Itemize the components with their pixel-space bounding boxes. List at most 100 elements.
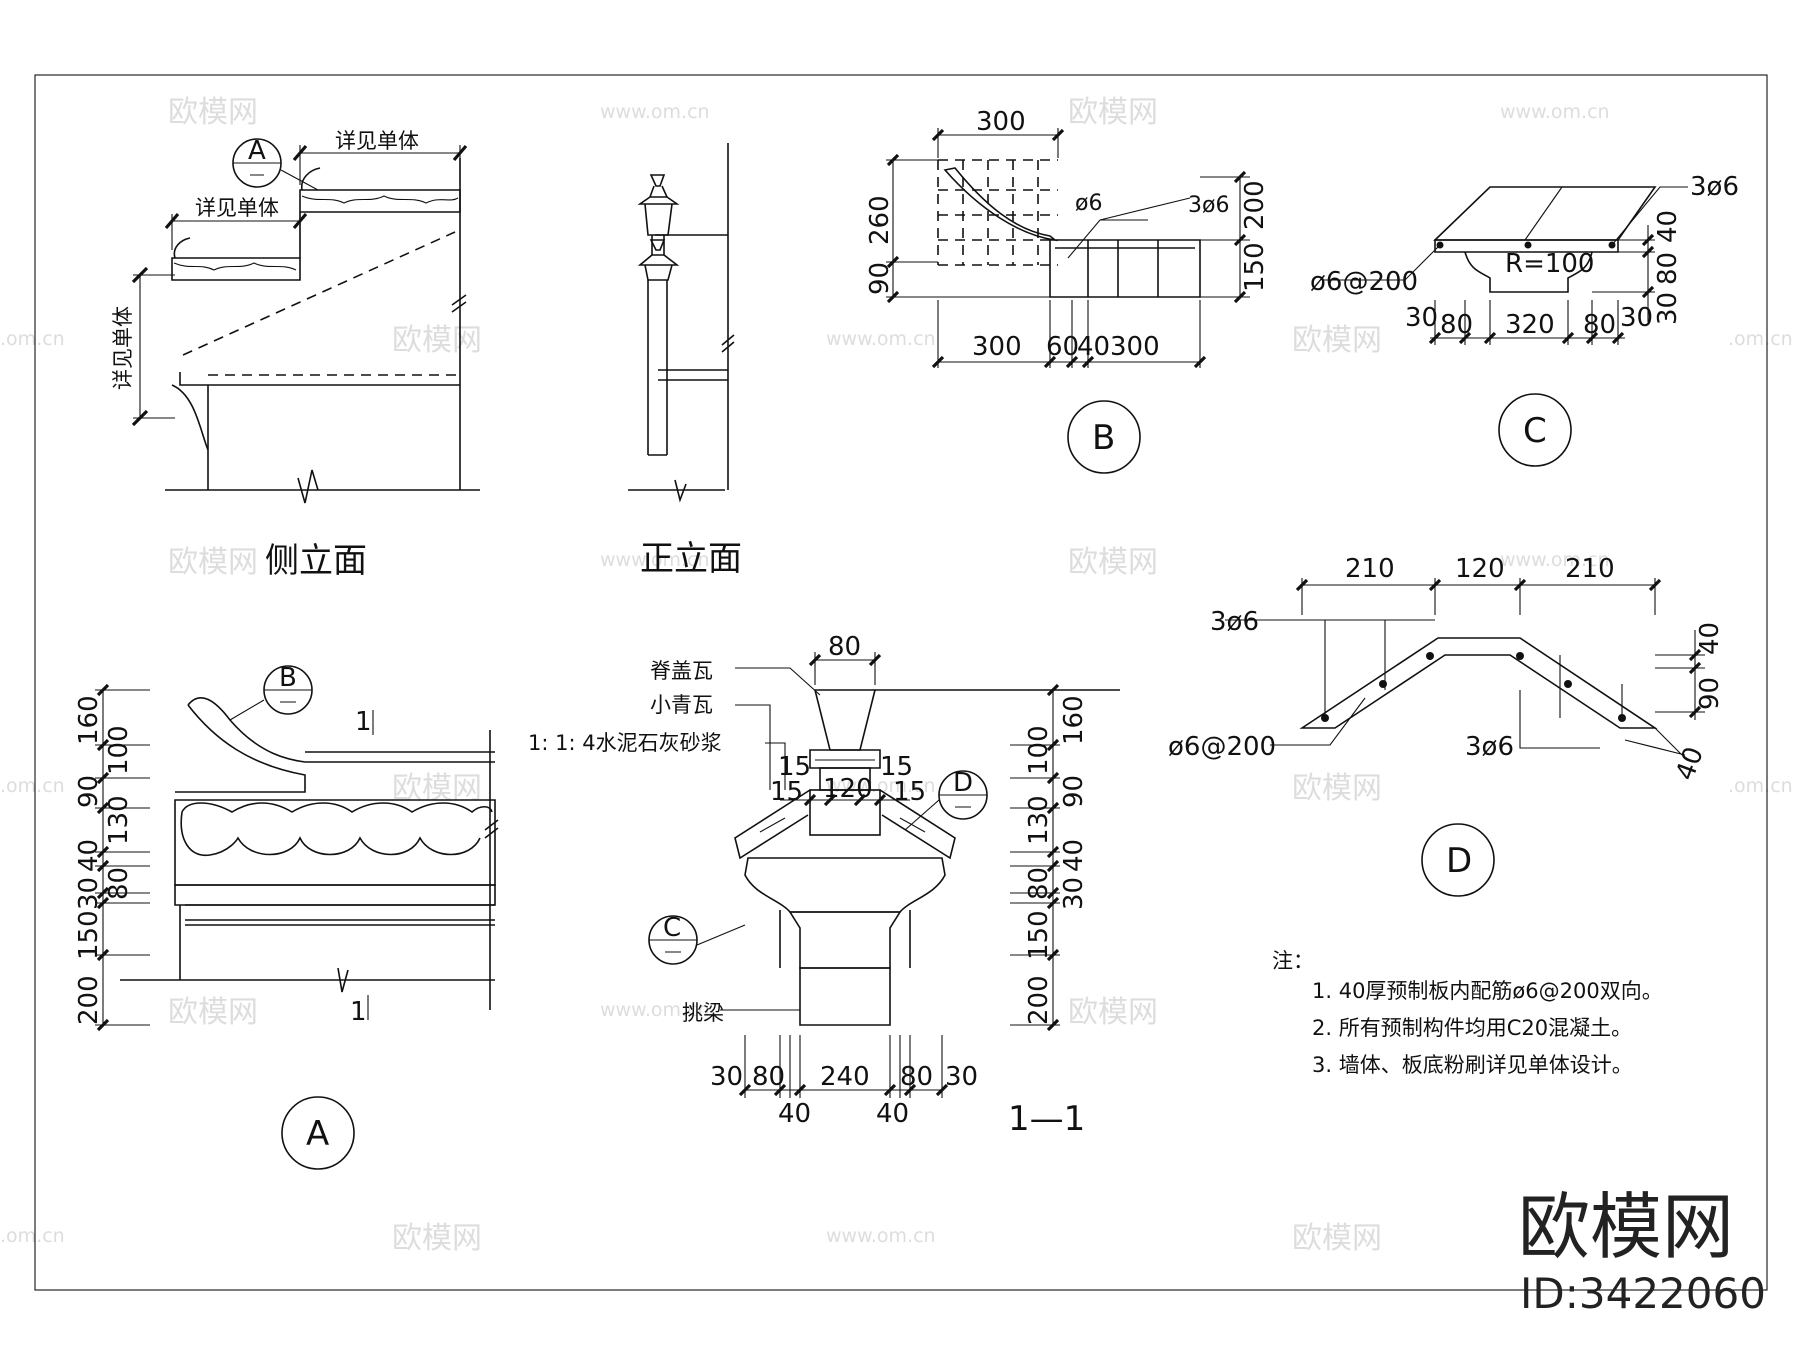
watermark-brand: 欧模网: [168, 545, 258, 580]
a-section-mark-bottom: 1: [350, 997, 367, 1027]
callout-a: A: [248, 136, 266, 166]
section-dim-bottom-1: 80: [752, 1062, 785, 1092]
watermark-url: .om.cn: [1728, 775, 1793, 797]
d-label: D: [1446, 841, 1472, 881]
section-title: 1—1: [1008, 1099, 1085, 1139]
section-dim-bottom-sub-1: 40: [876, 1099, 909, 1129]
d-dim-top-1: 120: [1455, 554, 1505, 584]
section-dim-right-4: 40: [1059, 839, 1089, 872]
brand-stamp: 欧模网 ID:3422060: [1518, 1185, 1766, 1318]
a-dim-left-1: 100: [104, 725, 134, 775]
watermark-url: www.om.cn: [600, 999, 710, 1021]
brand-logo-text: 欧模网: [1518, 1185, 1734, 1269]
note-item-1: 1. 40厚预制板内配筋ø6@200双向。: [1312, 979, 1663, 1003]
section-dim-mid-0: 15: [778, 752, 811, 782]
d-rebar-bottom-left: ø6@200: [1168, 732, 1276, 762]
a-dim-left-2: 90: [74, 775, 104, 808]
watermark-brand: 欧模网: [168, 95, 258, 130]
c-dim-bottom-2: 320: [1505, 310, 1555, 340]
c-dim-bottom-3: 80: [1583, 310, 1616, 340]
section-dim-top: 80: [828, 632, 861, 662]
detail-b: ø6 3ø6 300 260 90 200 150 300 60 40 300 …: [865, 107, 1270, 474]
note-item-2: 2. 所有预制构件均用C20混凝土。: [1312, 1016, 1632, 1040]
watermark-url: www.om.cn: [1500, 549, 1610, 571]
section-dim-right-0: 160: [1059, 695, 1089, 745]
watermark-url: .om.cn: [1728, 328, 1793, 350]
label-beam: 挑梁: [682, 1001, 724, 1025]
d-dim-top-0: 210: [1345, 554, 1395, 584]
watermark-brand: 欧模网: [392, 323, 482, 358]
watermark-brand: 欧模网: [1068, 545, 1158, 580]
section-dim-right-2: 90: [1059, 775, 1089, 808]
b-dim-right-upper: 200: [1240, 180, 1270, 230]
b-dim-bottom-0: 300: [972, 332, 1022, 362]
side-note-upper: 详见单体: [335, 129, 419, 153]
section-dim-mid-4: 15: [893, 777, 926, 807]
b-dim-bottom-3: 300: [1110, 332, 1160, 362]
watermark-url: www.om.cn: [826, 328, 936, 350]
detail-d: 3ø6 ø6@200 3ø6 210 120 210 40 90 40 D: [1168, 554, 1725, 897]
label-small-tile: 小青瓦: [650, 693, 713, 717]
d-rebar-bottom-right: 3ø6: [1465, 732, 1514, 762]
section-dim-mid-2: 15: [770, 777, 803, 807]
side-note-lower: 详见单体: [195, 196, 279, 220]
d-dim-right-0: 40: [1695, 622, 1725, 655]
b-dim-top: 300: [976, 107, 1026, 137]
note-item-3: 3. 墙体、板底粉刷详见单体设计。: [1312, 1053, 1633, 1077]
section-dim-bottom-0: 30: [710, 1062, 743, 1092]
section-dim-right-1: 100: [1024, 725, 1054, 775]
b-label: B: [1092, 418, 1115, 458]
section-dim-bottom-sub-0: 40: [778, 1099, 811, 1129]
c-dim-right-2: 30: [1653, 292, 1683, 325]
b-dim-left-upper: 260: [865, 195, 895, 245]
watermark-brand: 欧模网: [1292, 771, 1382, 806]
notes: 注： 1. 40厚预制板内配筋ø6@200双向。 2. 所有预制构件均用C20混…: [1272, 949, 1663, 1077]
a-label: A: [306, 1114, 329, 1154]
c-dim-bottom-0: 30: [1405, 303, 1438, 333]
detail-a: 160 100 90 130 40 80 30 150 200 1 1 B A: [74, 663, 499, 1170]
a-section-mark-top: 1: [355, 707, 372, 737]
section-dim-right-5: 80: [1024, 867, 1054, 900]
a-dim-left-8: 200: [74, 975, 104, 1025]
a-dim-left-6: 30: [74, 877, 104, 910]
label-ridge-tile: 脊盖瓦: [650, 659, 713, 683]
b-dim-right-lower: 150: [1240, 242, 1270, 292]
detail-c: R=100 3ø6 ø6@200 40 80 30 30 80 320 80 3…: [1310, 172, 1739, 467]
b-rebar-1: ø6: [1075, 191, 1102, 216]
watermark-brand: 欧模网: [168, 995, 258, 1030]
section-dim-mid-3: 120: [823, 774, 873, 804]
watermark-url: www.om.cn: [600, 101, 710, 123]
b-dim-left-lower: 90: [865, 262, 895, 295]
watermark-url: .om.cn: [0, 775, 65, 797]
section-dim-right-6: 30: [1059, 877, 1089, 910]
section-dim-bottom-3: 80: [900, 1062, 933, 1092]
b-dim-bottom-1: 60: [1046, 332, 1079, 362]
sheet-border: [34, 74, 1768, 1291]
watermark-url: www.om.cn: [600, 549, 710, 571]
front-elevation-title: 正立面: [640, 539, 742, 579]
watermark-url: .om.cn: [0, 328, 65, 350]
watermark-brand: 欧模网: [1068, 95, 1158, 130]
a-callout-b: B: [279, 663, 297, 693]
section-dim-right-8: 200: [1024, 975, 1054, 1025]
c-dim-right-1: 80: [1653, 252, 1683, 285]
d-dim-top-2: 210: [1565, 554, 1615, 584]
section-dim-mid-1: 15: [880, 752, 913, 782]
section-dim-right-7: 150: [1024, 910, 1054, 960]
a-dim-left-7: 150: [74, 910, 104, 960]
watermark-url: www.om.cn: [1500, 101, 1610, 123]
section-dim-right-3: 130: [1024, 795, 1054, 845]
c-dim-bottom-1: 80: [1440, 310, 1473, 340]
section-callout-d: D: [953, 768, 973, 798]
a-dim-left-5: 80: [104, 867, 134, 900]
label-mortar: 1: 1: 4水泥石灰砂浆: [528, 731, 722, 755]
a-dim-left-4: 40: [74, 839, 104, 872]
section-dim-bottom-2: 240: [820, 1062, 870, 1092]
b-rebar-2: 3ø6: [1188, 193, 1229, 218]
watermark-url: .om.cn: [0, 1225, 65, 1247]
d-dim-right-1: 90: [1695, 677, 1725, 710]
section-1-1: 80 脊盖瓦 小青瓦 1: 1: 4水泥石灰砂浆 挑梁 15 15 15 120…: [528, 632, 1120, 1139]
side-elevation-title: 侧立面: [265, 541, 367, 581]
watermark-url: www.om.cn: [826, 1225, 936, 1247]
a-dim-left-0: 160: [74, 695, 104, 745]
